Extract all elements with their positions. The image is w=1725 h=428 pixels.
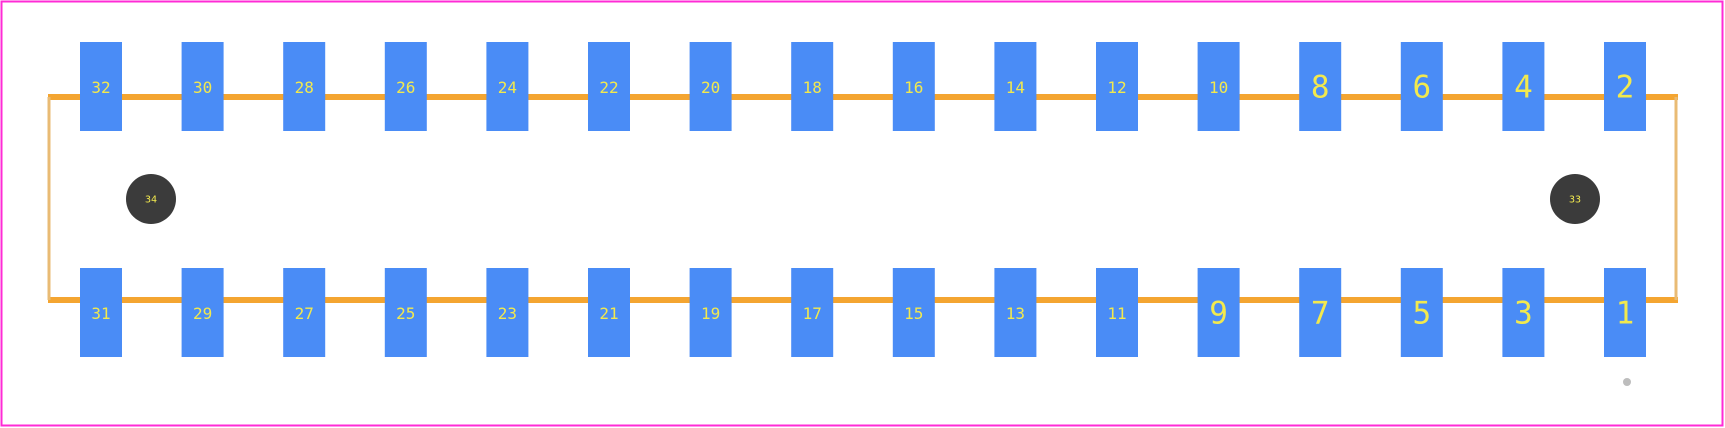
pad-label-5: 5 xyxy=(1412,296,1431,332)
mounting-hole-label-34: 34 xyxy=(145,195,157,206)
pad-31 xyxy=(80,268,122,357)
mounting-hole-34 xyxy=(126,174,176,224)
pad-15 xyxy=(892,268,935,357)
pad-29 xyxy=(181,268,224,357)
pad-9 xyxy=(1197,268,1240,357)
top-pad-row: 32 30 28 26 24 22 20 18 16 14 12 10 8 6 4 2 xyxy=(80,42,1646,131)
pad-label-4: 4 xyxy=(1514,70,1533,106)
pad-28 xyxy=(283,42,326,131)
mounting-holes: 34 33 xyxy=(126,174,1600,224)
pad-6 xyxy=(1400,42,1443,131)
pad-label-27: 27 xyxy=(295,304,314,323)
pad-11 xyxy=(1096,268,1138,357)
pad-label-21: 21 xyxy=(599,304,618,323)
pad-label-22: 22 xyxy=(599,78,618,97)
pad-3 xyxy=(1502,268,1545,357)
pad-32 xyxy=(80,42,122,131)
pad-12 xyxy=(1096,42,1138,131)
pad-label-20: 20 xyxy=(701,78,720,97)
pad-label-3: 3 xyxy=(1514,296,1533,332)
pad-17 xyxy=(791,268,834,357)
pad-4 xyxy=(1502,42,1545,131)
mounting-hole-label-33: 33 xyxy=(1569,195,1581,206)
pad-21 xyxy=(588,268,630,357)
pad-5 xyxy=(1400,268,1443,357)
mounting-hole-33 xyxy=(1550,174,1600,224)
pad-label-28: 28 xyxy=(295,78,314,97)
origin-marker xyxy=(1623,378,1631,386)
pad-label-10: 10 xyxy=(1209,78,1228,97)
pad-label-18: 18 xyxy=(803,78,822,97)
pad-label-30: 30 xyxy=(193,78,212,97)
pad-label-12: 12 xyxy=(1107,78,1126,97)
pad-2 xyxy=(1604,42,1646,131)
pad-label-1: 1 xyxy=(1616,296,1635,332)
pad-8 xyxy=(1299,42,1342,131)
pad-label-7: 7 xyxy=(1311,296,1330,332)
pad-30 xyxy=(181,42,224,131)
pad-label-14: 14 xyxy=(1006,78,1025,97)
pad-26 xyxy=(384,42,427,131)
pad-19 xyxy=(689,268,732,357)
pad-label-8: 8 xyxy=(1311,70,1330,106)
pad-25 xyxy=(384,268,427,357)
pad-label-25: 25 xyxy=(396,304,415,323)
pad-label-13: 13 xyxy=(1006,304,1025,323)
pad-16 xyxy=(892,42,935,131)
pad-label-24: 24 xyxy=(498,78,517,97)
pad-18 xyxy=(791,42,834,131)
pad-label-17: 17 xyxy=(803,304,822,323)
pad-27 xyxy=(283,268,326,357)
pad-label-11: 11 xyxy=(1107,304,1126,323)
pad-7 xyxy=(1299,268,1342,357)
pad-label-31: 31 xyxy=(91,304,110,323)
pad-1 xyxy=(1604,268,1646,357)
pad-label-19: 19 xyxy=(701,304,720,323)
pad-24 xyxy=(486,42,529,131)
pad-label-16: 16 xyxy=(904,78,923,97)
pad-23 xyxy=(486,268,529,357)
pad-label-15: 15 xyxy=(904,304,923,323)
pad-22 xyxy=(588,42,630,131)
pad-20 xyxy=(689,42,732,131)
pad-14 xyxy=(994,42,1037,131)
pad-label-9: 9 xyxy=(1209,296,1228,332)
pad-label-23: 23 xyxy=(498,304,517,323)
pad-10 xyxy=(1197,42,1240,131)
pad-label-6: 6 xyxy=(1412,70,1431,106)
pad-label-32: 32 xyxy=(91,78,110,97)
pad-label-2: 2 xyxy=(1616,70,1635,106)
pad-label-29: 29 xyxy=(193,304,212,323)
pad-label-26: 26 xyxy=(396,78,415,97)
pad-13 xyxy=(994,268,1037,357)
